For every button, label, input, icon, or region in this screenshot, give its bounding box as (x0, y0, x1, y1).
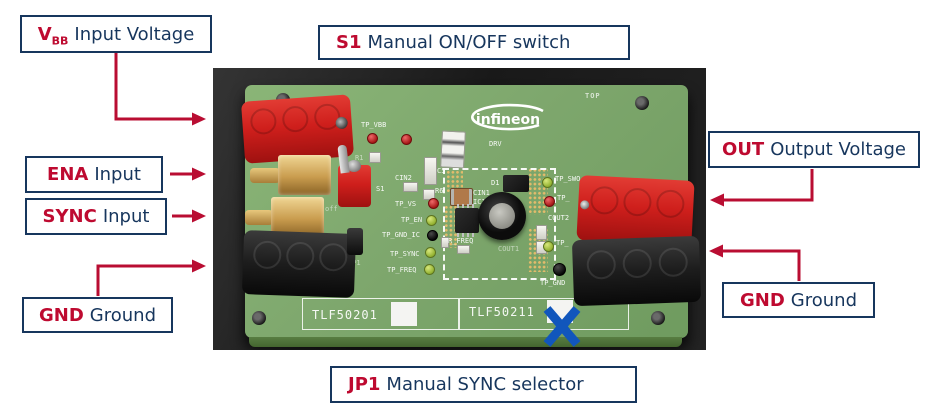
silkscreen-tp-vbb: TP_VBB (361, 121, 387, 129)
callout-gnd-left: GND Ground (22, 297, 173, 333)
r-freq-chip (441, 237, 449, 248)
jumper-jp1 (347, 228, 363, 255)
output-cap (457, 245, 470, 254)
callout-vbb-input-voltage: VBB Input Voltage (20, 15, 212, 53)
silkscreen-cin2: CIN2 (395, 174, 412, 182)
silkscreen-cin1: CIN1 (473, 189, 490, 197)
silkscreen-c5: C5 (437, 167, 446, 175)
sma-connector-ena (278, 155, 331, 195)
jp1-label-text: Manual SYNC selector (386, 374, 584, 395)
silkscreen-s1: S1 (376, 185, 385, 193)
r1-chip (369, 152, 381, 163)
variant-strip-divider (458, 299, 460, 329)
ena-label-text: Input (94, 164, 141, 185)
callout-out-output-voltage: OUT Output Voltage (708, 131, 920, 168)
sma-sync-barrel (245, 210, 273, 225)
test-point-swo (542, 177, 553, 188)
callout-gnd-right: GND Ground (722, 282, 875, 318)
silkscreen-tp-gnd: TP_GND (540, 279, 566, 287)
gnd-left-label-prefix: GND (39, 304, 84, 326)
infineon-logo-text: infineon (476, 112, 540, 128)
screw-hole (651, 311, 665, 325)
circuit-dashed-outline (443, 168, 556, 280)
gnd-right-label-prefix: GND (740, 289, 785, 311)
test-point-vbb (367, 133, 378, 144)
callout-ena-input: ENA Input (25, 156, 163, 193)
silkscreen-cout1: COUT1 (498, 245, 520, 253)
test-point-out (544, 196, 555, 207)
test-point-gnd-ic (427, 230, 438, 241)
silkscreen-r6: R6 (435, 187, 444, 195)
jp1-label-prefix: JP1 (348, 374, 381, 395)
infineon-logo: infineon (465, 102, 551, 134)
variant-checkbox-tlf50201 (391, 302, 417, 326)
gnd-left-label-text: Ground (89, 304, 156, 326)
cin2-chip (403, 182, 418, 192)
silkscreen-tp-swo: TP_SWO (555, 175, 581, 183)
silkscreen-tp-cut-mid: TP_ (557, 194, 570, 202)
arrow-out (710, 169, 814, 207)
silkscreen-tp-gnd-ic: TP_GND_IC (382, 231, 420, 239)
silkscreen-ic1: IC1 (473, 198, 486, 206)
silkscreen-off: off (325, 205, 338, 213)
d1-diode (503, 175, 529, 192)
sync-label-prefix: SYNC (42, 206, 97, 227)
output-cap (536, 225, 547, 240)
vbb-label-prefix: VBB (37, 23, 69, 48)
silkscreen-tp-vs: TP_VS (395, 200, 417, 208)
test-point-freq (424, 264, 435, 275)
via-grid (446, 170, 463, 192)
callout-sync-input: SYNC Input (25, 198, 167, 235)
gnd-right-label-text: Ground (790, 289, 857, 311)
s1-label-text: Manual ON/OFF switch (367, 32, 571, 53)
s1-label-prefix: S1 (336, 32, 362, 53)
test-point-sync (425, 247, 436, 258)
variant-name-tlf50201: TLF50201 (312, 308, 378, 322)
board-photo: TOP infineon (213, 68, 706, 350)
sma-ena-barrel (250, 168, 280, 183)
test-point-gnd-right (553, 263, 566, 276)
power-inductor (478, 192, 526, 240)
silkscreen-tp-sync: TP_SYNC (390, 250, 420, 258)
silkscreen-tp-cut-low: TP_ (556, 239, 569, 247)
silkscreen-r-freq: R_FREQ (448, 237, 474, 245)
blue-x-mark (543, 306, 581, 347)
pcb-board: TOP infineon (240, 85, 702, 347)
screw-hole (252, 311, 266, 325)
silkscreen-tp-freq: TP_FREQ (387, 266, 417, 274)
vbb-label-text: Input Voltage (74, 23, 195, 45)
silkscreen-cout2: COUT2 (548, 214, 570, 222)
silkscreen-tp-en: TP_EN (401, 216, 423, 224)
arrow-gnd-left (96, 259, 206, 296)
arrow-gnd-right (709, 244, 801, 281)
callout-s1-switch: S1 Manual ON/OFF switch (318, 25, 630, 60)
test-point-vbb2 (401, 134, 412, 145)
ena-label-prefix: ENA (47, 164, 89, 185)
silkscreen-top-marking: TOP (585, 92, 601, 100)
test-point-vs (428, 198, 439, 209)
test-point-en (426, 215, 437, 226)
screw-hole (635, 96, 649, 110)
c5-cap (424, 157, 437, 185)
out-label-prefix: OUT (722, 139, 765, 160)
sync-label-text: Input (102, 206, 150, 227)
arrow-vbb (114, 53, 206, 126)
out-label-text: Output Voltage (770, 139, 906, 160)
ic1-chip (455, 204, 479, 237)
callout-jp1-sync-selector: JP1 Manual SYNC selector (330, 366, 637, 403)
test-point-fb (543, 241, 554, 252)
silkscreen-r1: R1 (355, 154, 364, 162)
toggle-switch-s1 (338, 160, 371, 207)
silkscreen-d1: D1 (491, 179, 500, 187)
silkscreen-drv: DRV (489, 140, 502, 148)
variant-name-tlf50211: TLF50211 (469, 305, 535, 319)
